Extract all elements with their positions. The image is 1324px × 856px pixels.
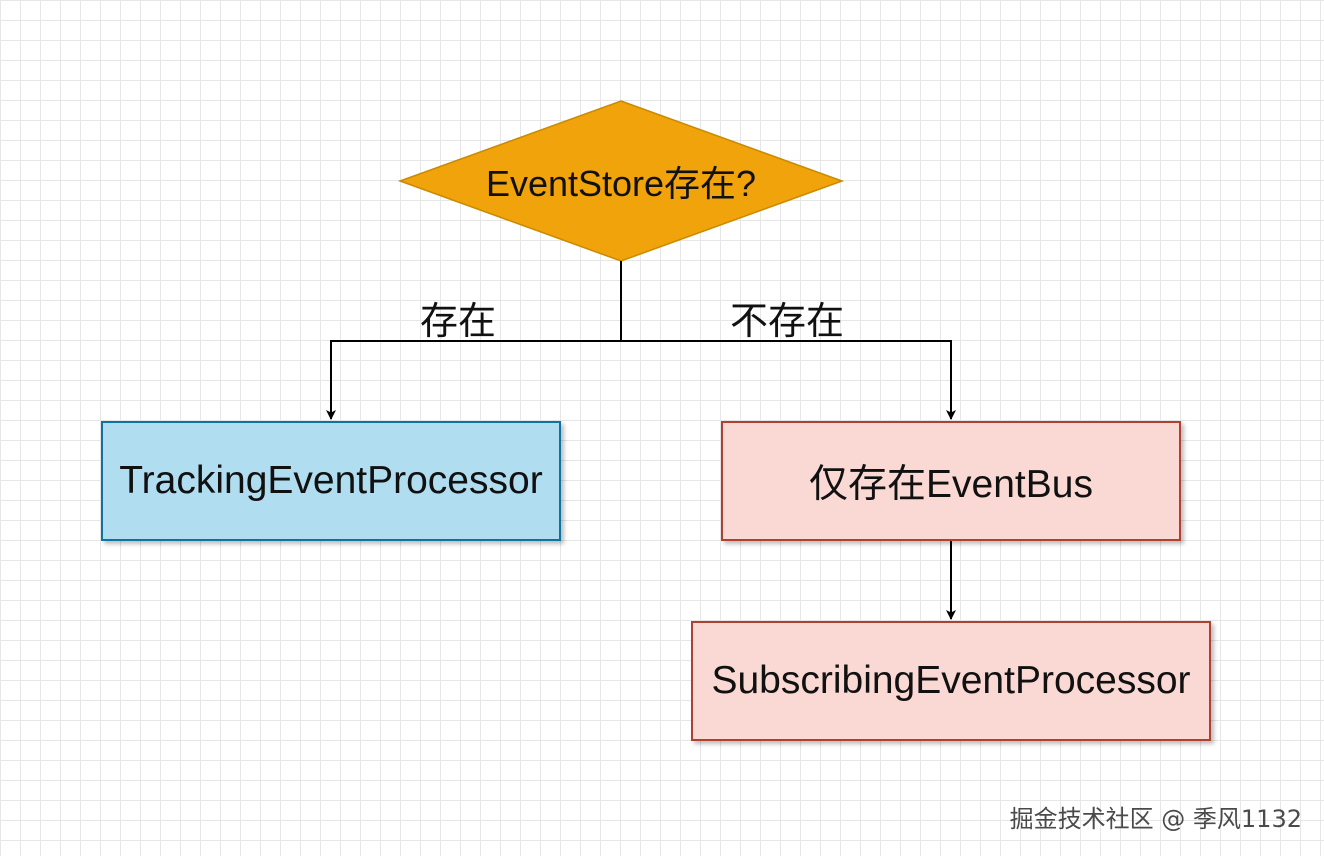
eventbus-only-box[interactable]: 仅存在EventBus: [721, 421, 1181, 541]
decision-label: EventStore存在?: [485, 163, 757, 204]
tracking-event-processor-box[interactable]: TrackingEventProcessor: [101, 421, 561, 541]
subscribing-event-processor-label: SubscribingEventProcessor: [711, 659, 1191, 702]
branch-label-exists: 存在: [420, 299, 497, 343]
watermark-text: 掘金技术社区 @ 季风1132: [1009, 805, 1302, 833]
eventbus-only-label: 仅存在EventBus: [809, 463, 1093, 506]
tracking-event-processor-label: TrackingEventProcessor: [119, 459, 543, 502]
branch-label-not-exists: 不存在: [730, 299, 845, 343]
subscribing-event-processor-box[interactable]: SubscribingEventProcessor: [691, 621, 1211, 741]
connector-to-eventbus: [621, 340, 956, 420]
connector-to-tracking: [326, 340, 621, 420]
